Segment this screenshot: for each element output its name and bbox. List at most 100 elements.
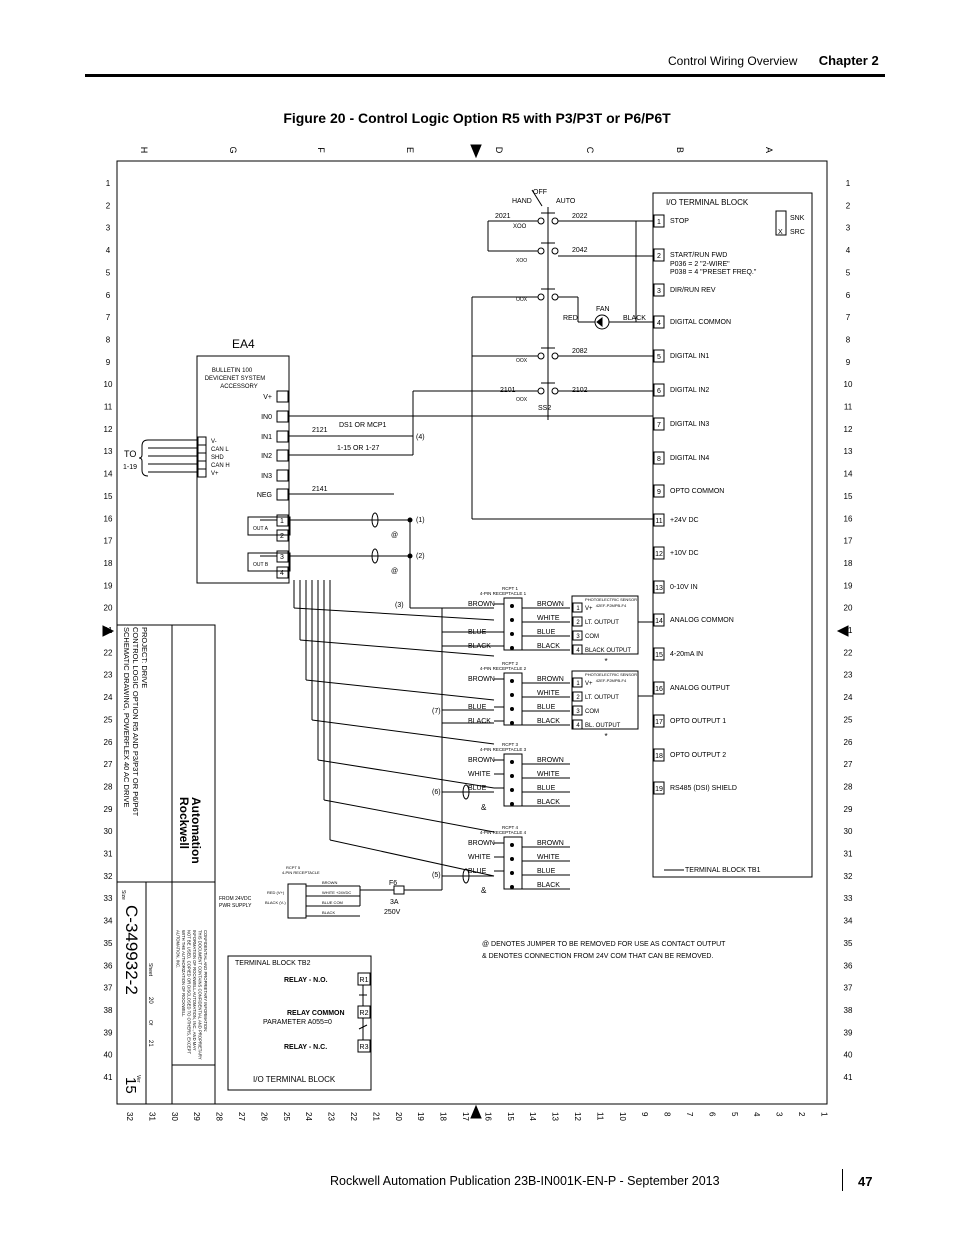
rcpt-pin bbox=[510, 774, 514, 778]
can-pin-label: SHD bbox=[211, 455, 224, 461]
relay-no: RELAY - N.O. bbox=[284, 977, 328, 984]
terminal-number: 3 bbox=[657, 288, 661, 295]
arrow-bottom bbox=[470, 1104, 482, 1119]
ds1-label: DS1 OR MCP1 bbox=[339, 422, 387, 429]
terminal-number: 4 bbox=[657, 320, 661, 327]
out-pin-num: 4 bbox=[280, 570, 284, 577]
sensor-box bbox=[571, 670, 639, 730]
brand-rockwell: Rockwell bbox=[177, 797, 191, 849]
can-pin-label: V- bbox=[211, 439, 217, 445]
contact-left bbox=[537, 217, 545, 225]
terminal-number: 18 bbox=[655, 753, 663, 760]
ea4-pin-box bbox=[276, 430, 289, 443]
ea4-pin-label: NEG bbox=[257, 492, 272, 499]
terminal-label: OPTO OUTPUT 1 bbox=[670, 718, 726, 725]
fuse-rating1: 3A bbox=[390, 899, 399, 906]
param-p038: P038 = 4 "PRESET FREQ." bbox=[670, 269, 757, 276]
column-number: 7 bbox=[685, 1112, 694, 1117]
zone-letter: E bbox=[405, 147, 415, 153]
wire-color-right: BROWN bbox=[537, 840, 564, 847]
wire-color-right: WHITE bbox=[537, 690, 560, 697]
out-b-label: OUT B bbox=[253, 562, 269, 568]
to-label: TO bbox=[124, 449, 136, 459]
rcpt-sub: 4-PIN RECEPTACLE 3 bbox=[480, 747, 527, 752]
wire-2082: 2082 bbox=[572, 348, 588, 355]
column-number: 30 bbox=[170, 1112, 179, 1121]
sensor-pin-num: 4 bbox=[576, 723, 580, 729]
terminal-label: ANALOG COMMON bbox=[670, 617, 734, 624]
revision: 15 bbox=[122, 1077, 139, 1094]
footer-rule bbox=[842, 1169, 843, 1191]
terminal-box bbox=[653, 580, 665, 594]
rcpt-pin bbox=[510, 885, 514, 889]
node-7: (7) bbox=[432, 708, 441, 715]
row-number-right: 28 bbox=[844, 782, 853, 791]
row-number-right: 40 bbox=[844, 1051, 853, 1060]
wire-color-left: WHITE bbox=[468, 771, 491, 778]
column-number: 26 bbox=[259, 1112, 268, 1121]
bundle-diag bbox=[311, 719, 495, 745]
note-at: @ DENOTES JUMPER TO BE REMOVED FOR USE A… bbox=[482, 941, 726, 948]
sensor-box bbox=[571, 595, 639, 655]
relay-common: RELAY COMMON bbox=[287, 1010, 345, 1017]
amp-1: & bbox=[481, 803, 487, 812]
node-dot-1 bbox=[407, 517, 413, 523]
rcpt-pin bbox=[510, 871, 514, 875]
contact-left bbox=[537, 247, 545, 255]
wire-color-left: BROWN bbox=[468, 840, 495, 847]
sensor-pin-num: 2 bbox=[576, 620, 580, 626]
switch-handle bbox=[531, 189, 543, 207]
fuse-name: F6 bbox=[389, 880, 397, 887]
terminal-number: 8 bbox=[657, 456, 661, 463]
terminal-box bbox=[653, 315, 665, 329]
sensor-pin-box bbox=[572, 616, 583, 627]
contact-right bbox=[551, 352, 559, 360]
r2-box bbox=[357, 1005, 371, 1019]
row-number-right: 31 bbox=[844, 850, 853, 859]
tb-size-label: Size bbox=[120, 890, 126, 900]
can-pin-box bbox=[197, 436, 207, 446]
column-number: 23 bbox=[327, 1112, 336, 1121]
oox-3: OOX bbox=[516, 397, 528, 403]
ea4-pin-label: V+ bbox=[263, 394, 272, 401]
row-number-left: 10 bbox=[104, 380, 113, 389]
wire-color-right: WHITE bbox=[537, 615, 560, 622]
switch-off: OFF bbox=[533, 189, 547, 196]
r2-label: R2 bbox=[360, 1010, 369, 1017]
rcpt-pin bbox=[510, 618, 514, 622]
sensor-pin-num: 2 bbox=[576, 695, 580, 701]
supply-receptacle bbox=[287, 883, 307, 919]
ds1-ref: 1-15 OR 1-27 bbox=[337, 445, 380, 452]
rcpt-pin bbox=[510, 843, 514, 847]
out-pin-box bbox=[276, 566, 289, 579]
column-number: 3 bbox=[775, 1112, 784, 1117]
bundle-diag bbox=[317, 759, 495, 789]
to-brace bbox=[138, 439, 149, 477]
zone-letter: B bbox=[675, 147, 685, 153]
node-4: (4) bbox=[416, 434, 425, 441]
column-number: 24 bbox=[304, 1112, 313, 1121]
terminal-label: ANALOG OUTPUT bbox=[670, 685, 731, 692]
row-number-right: 18 bbox=[844, 559, 853, 568]
title-block: SCHEMATIC DRAWING, POWERFLEX 40 AC DRIVE… bbox=[117, 625, 215, 1104]
wire-2042: 2042 bbox=[572, 247, 588, 254]
supply-wire-label: BLUE COM bbox=[322, 900, 343, 905]
terminal-box bbox=[653, 349, 665, 363]
row-number-right: 17 bbox=[844, 537, 853, 546]
sheet-label: Sheet bbox=[147, 963, 153, 977]
wire-color-right: BROWN bbox=[537, 757, 564, 764]
row-number-left: 20 bbox=[104, 604, 113, 613]
rcpt-pin bbox=[510, 679, 514, 683]
row-number-left: 17 bbox=[104, 537, 113, 546]
sensor-pin-label: BLACK OUTPUT bbox=[585, 648, 631, 654]
ea4-pin-label: IN1 bbox=[261, 434, 272, 441]
rcpt-pin bbox=[510, 693, 514, 697]
at-2: @ bbox=[391, 568, 398, 575]
xoo-2: XOO bbox=[516, 258, 527, 264]
bundle-diag bbox=[293, 607, 495, 621]
confidential-line: THIS DOCUMENT CONTAINS CONFIDENTIAL AND … bbox=[198, 930, 203, 1060]
page-number: 47 bbox=[858, 1174, 873, 1189]
